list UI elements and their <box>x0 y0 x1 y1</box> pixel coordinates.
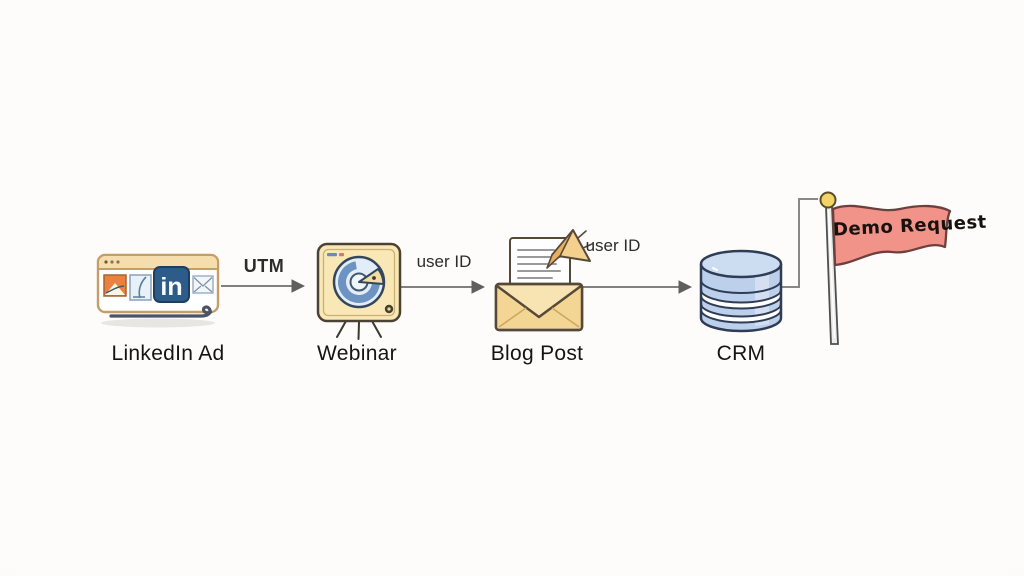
easel-legs <box>336 320 382 340</box>
camera-dot-center <box>387 307 391 311</box>
mail-thumbnail-lines <box>193 277 213 293</box>
plane-motion-lines <box>577 230 593 249</box>
linkedin-ad-label: LinkedIn Ad <box>111 342 225 365</box>
window-shadow <box>101 318 215 328</box>
band-line <box>700 295 782 310</box>
edge-label-user-id-1: user ID <box>416 252 472 271</box>
webinar-icon <box>316 242 402 340</box>
band-gap <box>698 305 784 322</box>
underline-swoosh <box>109 305 213 318</box>
blog-post-icon <box>494 229 593 332</box>
envelope-outline <box>494 282 584 332</box>
webinar-label: Webinar <box>317 342 397 365</box>
band-gap <box>698 291 784 308</box>
cylinder-top <box>699 249 783 279</box>
browser-titlebar <box>97 254 219 270</box>
crm-database-icon <box>698 249 784 333</box>
rec-badge-icon <box>339 253 344 257</box>
top-glint <box>712 267 718 271</box>
linkedin-logo-text: in <box>160 273 182 301</box>
wedge-dot <box>372 276 376 280</box>
flag-cloth <box>831 204 952 267</box>
crm-label: CRM <box>716 342 766 365</box>
edge-label-utm: UTM <box>243 256 285 276</box>
band-line <box>700 289 782 304</box>
window-dot-icon <box>116 260 120 264</box>
band-line <box>700 309 782 324</box>
thumbnail-line <box>105 285 125 294</box>
board-inner-border <box>322 248 396 317</box>
blog-post-label: Blog Post <box>490 342 584 365</box>
page-curl-line <box>133 276 147 299</box>
envelope-crease-lines <box>498 307 580 328</box>
window-dot-icon <box>110 260 114 264</box>
envelope-fold-lines <box>496 284 582 319</box>
band-line <box>700 303 782 318</box>
edge-label-user-id-2: user ID <box>585 236 641 255</box>
chart-wedge <box>358 268 385 285</box>
paper-plane-fold <box>546 229 574 269</box>
document-text-lines <box>517 249 561 286</box>
demo-request-flag <box>819 191 952 345</box>
band-line <box>700 279 782 294</box>
envelope-flap <box>497 286 581 328</box>
cylinder-highlight <box>755 264 769 326</box>
live-badge-icon <box>327 253 337 257</box>
cylinder-outline <box>699 264 783 333</box>
connector-crm-to-flag <box>770 198 818 288</box>
pole-ball <box>819 191 837 209</box>
window-dot-icon <box>104 260 108 264</box>
pole-highlight <box>827 209 836 339</box>
linkedin-logo <box>153 266 190 303</box>
linkedin-ad-icon: in <box>96 253 220 328</box>
